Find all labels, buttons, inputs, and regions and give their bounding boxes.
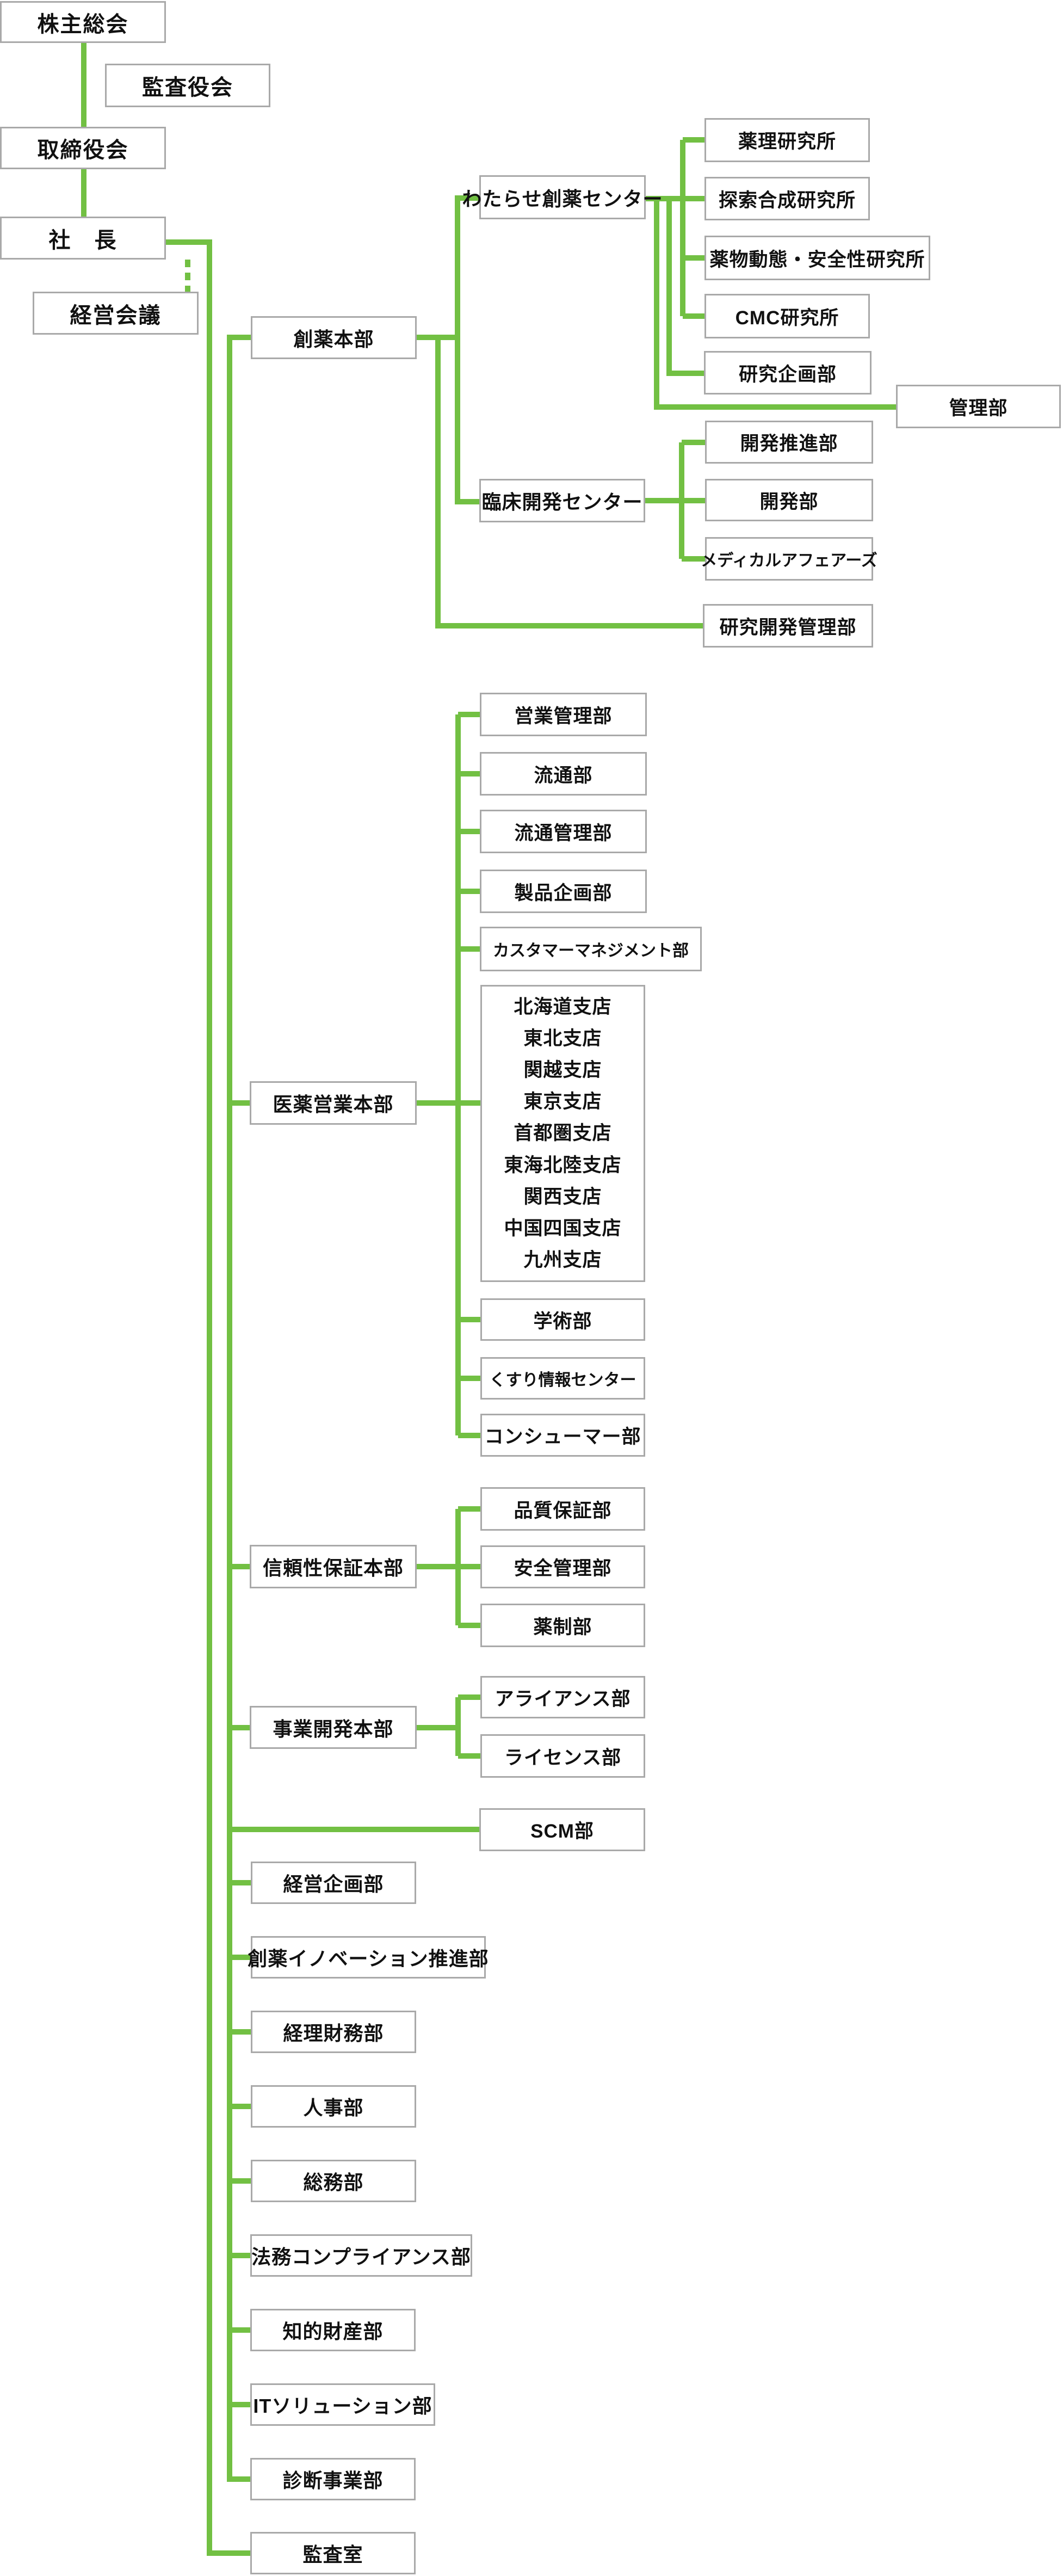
box-ip: 知的財産部 <box>250 2309 416 2351</box>
box-pharmacology-lab: 薬理研究所 <box>704 118 870 162</box>
box-clinical-center: 臨床開発センター <box>479 479 645 522</box>
box-alliance: アライアンス部 <box>480 1676 645 1718</box>
box-sales-admin: 営業管理部 <box>480 693 647 736</box>
box-finance: 経理財務部 <box>251 2011 416 2053</box>
box-dev-promotion: 開発推進部 <box>705 421 873 464</box>
box-watarase-center: わたらせ創薬センター <box>462 175 663 219</box>
box-scm: SCM部 <box>479 1808 645 1851</box>
line-reliability-children <box>417 1506 480 1628</box>
box-management-meeting: 経営会議 <box>33 292 199 335</box>
line-bizdev-children <box>417 1694 480 1759</box>
box-innovation: 創薬イノベーション推進部 <box>248 1936 489 1979</box>
box-quality-assurance: 品質保証部 <box>480 1487 645 1531</box>
box-audit-office: 監査室 <box>250 2532 416 2574</box>
box-general-affairs: 総務部 <box>251 2160 416 2202</box>
line-trunk-departments <box>227 335 251 2482</box>
box-academic: 学術部 <box>480 1298 645 1341</box>
box-diagnostics: 診断事業部 <box>250 2458 416 2500</box>
box-license: ライセンス部 <box>480 1734 645 1778</box>
branch-shutoken: 首都圏支店 <box>514 1123 612 1144</box>
box-board-of-directors: 取締役会 <box>0 127 166 169</box>
branch-tokyo: 東京支店 <box>523 1091 602 1113</box>
branch-tokaihokuriku: 東海北陸支店 <box>504 1154 622 1176</box>
box-cmc-lab: CMC研究所 <box>704 294 870 338</box>
line-sales-children <box>417 712 480 1438</box>
line-clinical-children <box>645 440 705 562</box>
box-customer-mgmt: カスタマーマネジメント部 <box>480 927 702 971</box>
box-safety-mgmt: 安全管理部 <box>480 1545 645 1588</box>
box-shareholders: 株主総会 <box>0 1 166 43</box>
box-distribution: 流通部 <box>480 752 647 796</box>
line-drug-discovery-branch <box>417 195 703 628</box>
box-corp-planning: 経営企画部 <box>251 1862 416 1904</box>
box-regulatory: 薬制部 <box>480 1604 645 1647</box>
branch-tohoku: 東北支店 <box>523 1027 602 1049</box>
box-audit-board: 監査役会 <box>105 64 270 107</box>
branch-hokkaido: 北海道支店 <box>514 996 612 1018</box>
box-admin-dept: 管理部 <box>896 385 1061 428</box>
box-consumer: コンシューマー部 <box>480 1414 645 1457</box>
branch-kyushu: 九州支店 <box>523 1249 602 1271</box>
box-pk-safety-lab: 薬物動態・安全性研究所 <box>704 236 930 280</box>
line-president-trunk-to-audit-office <box>166 239 250 2556</box>
box-hr: 人事部 <box>251 2085 416 2128</box>
box-it-solution: ITソリューション部 <box>250 2383 435 2426</box>
box-branch-offices: 北海道支店 東北支店 関越支店 東京支店 首都圏支店 東海北陸支店 関西支店 中… <box>480 985 645 1282</box>
box-medical-affairs: メディカルアフェアーズ <box>701 537 877 581</box>
box-reliability-hq: 信頼性保証本部 <box>250 1545 417 1588</box>
box-bizdev-hq: 事業開発本部 <box>250 1706 417 1749</box>
box-president: 社 長 <box>0 217 166 260</box>
line-trunk-department-stubs <box>230 1100 479 2407</box>
box-pharma-sales-hq: 医薬営業本部 <box>250 1081 417 1125</box>
box-drug-discovery-hq: 創薬本部 <box>251 316 417 359</box>
box-distribution-admin: 流通管理部 <box>480 810 647 853</box>
box-product-planning: 製品企画部 <box>480 870 647 913</box>
box-rd-admin: 研究開発管理部 <box>703 604 873 648</box>
branch-chugokushikoku: 中国四国支店 <box>504 1218 622 1240</box>
box-research-planning: 研究企画部 <box>704 351 872 395</box>
box-legal-compliance: 法務コンプライアンス部 <box>250 2234 472 2277</box>
branch-kansai: 関西支店 <box>523 1186 602 1207</box>
box-drug-info-center: くすり情報センター <box>480 1357 645 1400</box>
box-dev-dept: 開発部 <box>705 479 873 521</box>
branch-kanetsu: 関越支店 <box>523 1059 602 1081</box>
box-synthesis-lab: 探索合成研究所 <box>704 177 870 220</box>
